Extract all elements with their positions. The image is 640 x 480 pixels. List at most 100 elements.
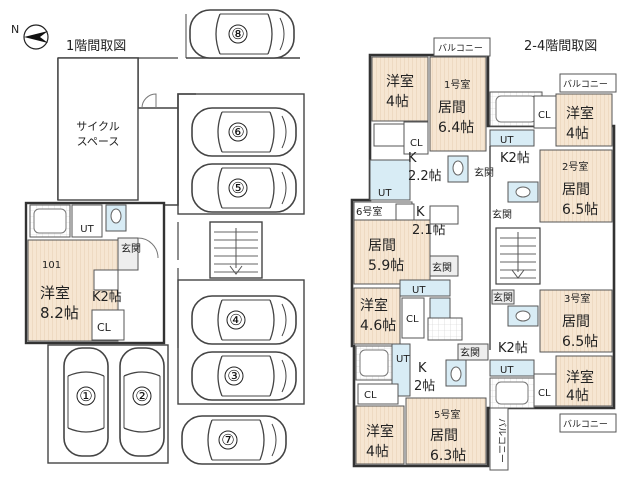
- unit-101-kitchen-sink: [93, 269, 119, 291]
- unit-2-kitchen-label: K2帖: [500, 151, 530, 166]
- balcony-right-top-label: バルコニー: [563, 79, 608, 90]
- parking-space-7: ⑦: [181, 415, 287, 465]
- parking-space-8: ⑧: [189, 9, 295, 59]
- unit-2-living-room: [539, 149, 613, 223]
- parking-number-8: ⑧: [231, 25, 244, 43]
- unit-3-western-room: [555, 355, 613, 407]
- unit-2-number: 2号室: [562, 160, 588, 173]
- cycle-space-label-1: サイクル: [76, 120, 119, 133]
- unit-2-living-label: 居間: [562, 182, 590, 198]
- unit-1-ut-label: UT: [378, 188, 392, 199]
- balcony-top: バルコニー: [433, 37, 491, 57]
- unit-2-western-size: 4帖: [566, 126, 589, 142]
- unit-5-ut-label: UT: [396, 354, 410, 365]
- unit-2: CL 洋室 4帖 UT K2帖 2号室 居間 6.5帖 玄関: [489, 91, 613, 223]
- unit-1-living-size: 6.4帖: [438, 120, 474, 136]
- unit-101: UT 101 洋室 8.2帖 K2帖 CL 玄関: [24, 201, 166, 345]
- unit-3-entrance: [491, 289, 515, 305]
- unit-3-living-label: 居間: [562, 314, 590, 330]
- unit-101-ut-room: [71, 204, 103, 238]
- balcony-top-label: バルコニー: [438, 43, 483, 54]
- unit-2-western-label: 洋室: [566, 105, 594, 122]
- unit-2-ut-label: UT: [500, 135, 514, 146]
- unit-1-number: 1号室: [444, 78, 470, 91]
- unit-2-closet-label: CL: [538, 110, 551, 121]
- unit-101-ut-label: UT: [80, 224, 94, 235]
- unit-2-ut-room: [489, 129, 535, 147]
- unit-6-western-label: 洋室: [360, 297, 388, 314]
- unit-2-entrance-label: 玄関: [492, 208, 512, 221]
- unit-5-number: 5号室: [434, 408, 460, 421]
- parking-number-3: ③: [227, 367, 240, 385]
- unit-3-western-size: 4帖: [566, 388, 589, 404]
- parking-number-1: ①: [79, 387, 92, 405]
- unit-6-entrance-label: 玄関: [432, 261, 452, 274]
- unit-2-western-room: [555, 93, 613, 147]
- parking-space-5: ⑤: [191, 163, 297, 213]
- unit-5-living-size: 6.3帖: [430, 448, 466, 464]
- unit-1-ut-room: [369, 159, 411, 201]
- parking-space-1: ①: [63, 347, 109, 457]
- compass: N: [11, 23, 49, 50]
- parking-number-6: ⑥: [231, 123, 244, 141]
- cycle-space: [57, 57, 139, 201]
- unit-5-western-label: 洋室: [366, 423, 394, 440]
- unit-5-kitchen-label: K: [418, 361, 427, 376]
- unit-3-kitchen-label: K2帖: [498, 341, 528, 356]
- unit-6-closet: [401, 297, 425, 339]
- unit-6-living-size: 5.9帖: [368, 258, 404, 274]
- unit-6-kitchen-label: K: [416, 205, 425, 220]
- unit-6-western-size: 4.6帖: [360, 318, 396, 334]
- unit-3-ut-label: UT: [500, 365, 514, 376]
- unit-1-closet-label: CL: [410, 138, 423, 149]
- unit-101-kitchen-label: K2帖: [92, 290, 122, 305]
- unit-3-living-size: 6.5帖: [562, 334, 598, 350]
- unit-5-entrance: [457, 343, 489, 361]
- parking-area-bottom: [47, 344, 169, 464]
- unit-6-entrance: [429, 255, 459, 277]
- unit-6-living-room: [353, 219, 431, 285]
- floor1-title: 1階間取図: [66, 39, 126, 54]
- unit-101-entrance-label: 玄関: [121, 242, 141, 255]
- unit-6-living-label: 居間: [368, 238, 396, 254]
- unit-1-entrance-label: 玄関: [474, 166, 494, 179]
- unit-1-living-label: 居間: [438, 100, 466, 116]
- unit-1-closet: [403, 121, 429, 155]
- parking-number-5: ⑤: [231, 179, 244, 197]
- unit-6-ut-label: UT: [412, 285, 426, 296]
- balcony-right-bottom-label: バルコニー: [563, 419, 608, 430]
- unit-6: 6号室 居間 5.9帖 K 2.1帖 玄関 UT 洋室 4.6帖 CL: [353, 201, 463, 345]
- unit-1-living-room: [429, 56, 487, 152]
- unit-1-ut-sink: [373, 123, 405, 147]
- floor2to4-title: 2-4階間取図: [524, 39, 597, 54]
- parking-number-7: ⑦: [221, 431, 234, 449]
- unit-5-closet-label: CL: [364, 390, 377, 401]
- unit-5-living-room: [405, 397, 487, 465]
- unit-2-living-size: 6.5帖: [562, 202, 598, 218]
- unit-3-closet-label: CL: [538, 388, 551, 399]
- north-arrow-icon: [24, 31, 48, 43]
- unit-1-western-size: 4帖: [386, 94, 409, 110]
- balcony-bottom: バルコニー: [489, 407, 509, 471]
- parking-space-4: ④: [191, 295, 297, 345]
- unit-5-kitchen-size: 2帖: [414, 379, 435, 394]
- unit-101-western-size: 8.2帖: [40, 304, 79, 322]
- balcony-right-bottom: バルコニー: [559, 413, 617, 433]
- unit-1-kitchen-label: K: [408, 151, 417, 166]
- unit-6-closet-label: CL: [406, 314, 419, 325]
- floor1-stair: [209, 221, 263, 279]
- unit-3-number: 3号室: [564, 292, 590, 305]
- parking-area-top: [177, 93, 305, 215]
- unit-5-ut-room: [391, 343, 411, 397]
- parking-area-middle: [177, 279, 305, 405]
- balcony-right-top: バルコニー: [559, 73, 617, 93]
- unit-5-western-room: [355, 405, 405, 465]
- compass-north-label: N: [11, 23, 19, 36]
- unit-101-western-label: 洋室: [40, 284, 70, 302]
- unit-6-western-room: [353, 287, 401, 345]
- unit-3-ut-room: [489, 359, 535, 377]
- unit-5-entrance-label: 玄関: [460, 346, 480, 359]
- parking-space-3: ③: [191, 351, 297, 401]
- cycle-space-label-2: スペース: [77, 135, 120, 148]
